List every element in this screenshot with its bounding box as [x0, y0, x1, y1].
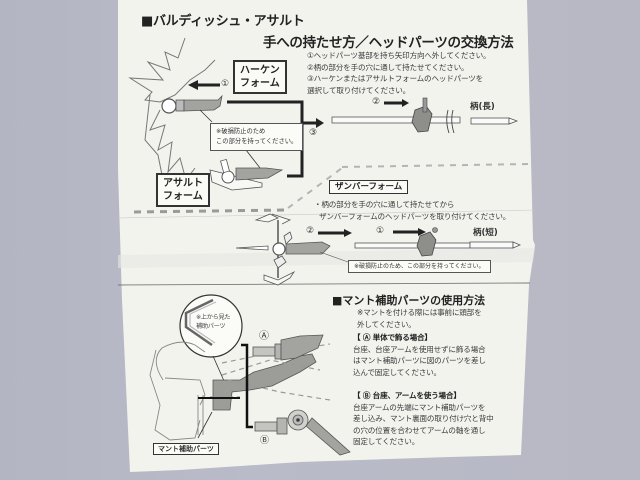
topview-magnifier — [179, 294, 243, 358]
part-b-marker: Ⓑ — [260, 436, 270, 446]
cape-part-label: マント補助パーツ — [153, 443, 219, 455]
zamber-form-label: ザンバーフォーム — [329, 180, 409, 194]
case-b-block: 【 Ⓑ 台座、アームを使う場合】 台座アームの先端にマント補助パーツを 差し込み… — [353, 390, 494, 448]
case-b-line: 差し込み、マント裏面の取り付け穴と背中 — [353, 414, 494, 423]
zamber-break-note: ※破損防止のため、この部分を持ってください。 — [348, 260, 491, 273]
assault-form-label: アサルト フォーム — [156, 173, 210, 207]
weapon-hub — [161, 98, 177, 114]
instruction-line: ・柄の部分を手の穴に通して持たせてから — [314, 200, 455, 209]
note-line: この部分を持ってください。 — [216, 138, 298, 145]
cape-note: ※マントを付ける際には事前に頭部を 外してください。 — [357, 307, 482, 330]
label-line: ハーケン — [240, 65, 280, 76]
step-line: ③ハーケンまたはアサルトフォームのヘッドパーツを — [307, 74, 484, 83]
step-instructions: ①ヘッドパーツ基部を持ち矢印方向へ外してください。 ②柄の部分を手の穴に通して持… — [307, 50, 491, 96]
sheet-title: ■バルディッシュ・アサルト — [141, 14, 305, 29]
note-line: 補助パーツ — [196, 323, 226, 330]
case-b-line: の穴の位置を合わせてアームの軸を通し — [353, 425, 486, 435]
step-line: ②柄の部分を手の穴に通して持たせてください。 — [307, 62, 469, 72]
break-note-box: ※破損防止のため この部分を持ってください。 — [210, 123, 304, 151]
part-a-illustration — [252, 334, 324, 361]
case-a-line: 台座、台座アームを使用せずに飾る場合 — [353, 344, 486, 354]
haken-form-label: ハーケン フォーム — [233, 60, 287, 94]
step-line: ①ヘッドパーツ基部を持ち矢印方向へ外してください。 — [307, 51, 491, 60]
step3-marker: ③ — [309, 128, 318, 138]
cape-section-title: ■マント補助パーツの使用方法 — [332, 294, 486, 307]
zamber-instructions: ・柄の部分を手の穴に通して持たせてから ザンバーフォームのヘッドパーツを取り付け… — [314, 199, 510, 222]
long-shaft-label: 柄(長) — [470, 102, 495, 112]
short-shaft-label: 柄(短) — [473, 228, 498, 238]
case-b-line: 台座アームの先端にマント補助パーツを — [353, 402, 486, 412]
haken-blade-illustration — [128, 37, 216, 182]
case-a-line: はマント補助パーツに図のパーツを差し — [353, 356, 486, 365]
topview-note: ※上から見た 補助パーツ — [196, 313, 231, 331]
step1-marker: ① — [221, 79, 230, 89]
zamber-head-illustration — [235, 213, 331, 286]
label-line: アサルト — [163, 178, 203, 189]
assault-head-illustration — [209, 158, 284, 191]
case-a-line: 込んで固定してください。 — [353, 367, 441, 377]
part-b-illustration — [254, 409, 351, 456]
part-a-marker: Ⓐ — [259, 331, 269, 342]
head-part — [183, 94, 223, 112]
note-line: 外してください。 — [357, 319, 416, 329]
step-line: 選択して取り付けてください。 — [307, 85, 411, 95]
label-line: フォーム — [163, 191, 203, 202]
short-shaft-illustration — [354, 227, 522, 257]
zamber-step2-marker: ② — [306, 226, 315, 236]
case-a-heading: 【 Ⓐ 単体で飾る場合】 — [353, 333, 432, 342]
case-b-heading: 【 Ⓑ 台座、アームを使う場合】 — [353, 391, 461, 400]
long-shaft-illustration — [331, 97, 519, 134]
cape-support-part — [212, 353, 317, 411]
case-b-line: 固定してください。 — [353, 437, 420, 446]
zamber-step1-marker: ① — [376, 226, 385, 236]
instruction-line: ザンバーフォームのヘッドパーツを取り付けてください。 — [319, 211, 511, 221]
case-a-block: 【 Ⓐ 単体で飾る場合】 台座、台座アームを使用せずに飾る場合 はマント補助パー… — [353, 332, 486, 378]
note-line: ※破損防止のため — [216, 128, 266, 135]
label-line: フォーム — [240, 78, 280, 89]
note-line: ※マントを付ける際には事前に頭部を — [357, 308, 482, 317]
sheet-subtitle: 手への持たせ方／ヘッドパーツの交換方法 — [263, 35, 514, 51]
step2-marker: ② — [372, 97, 381, 107]
note-line: ※上から見た — [196, 314, 231, 321]
